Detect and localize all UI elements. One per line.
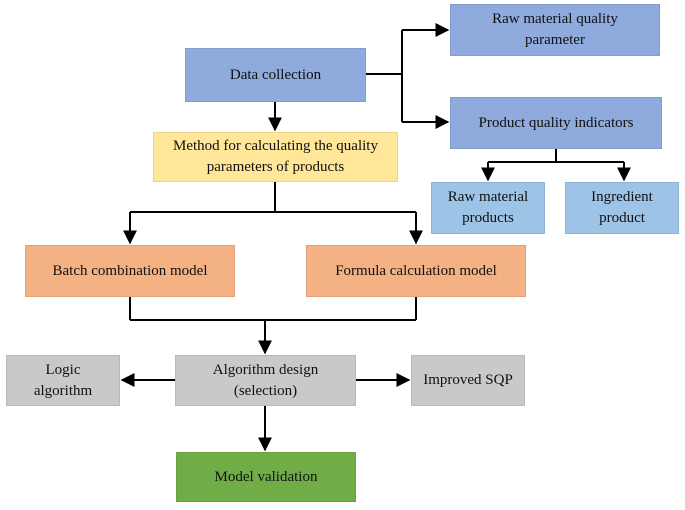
connector-data-collection-to-quality-branches	[366, 23, 450, 129]
raw-material-products-label: Raw material products	[447, 189, 529, 226]
raw-material-products-box: Raw material products	[431, 182, 545, 234]
batch-combination-model-label: Batch combination model	[52, 262, 208, 279]
connector-product-quality-to-subtypes	[481, 149, 631, 182]
raw-material-quality-parameter-label: Raw material quality parameter	[492, 11, 618, 48]
ingredient-product-label: Ingredient product	[591, 189, 653, 226]
calc-method-box: Method for calculating the quality param…	[153, 132, 398, 182]
algorithm-design-box: Algorithm design (selection)	[175, 355, 356, 406]
improved-sqp-box: Improved SQP	[411, 355, 525, 406]
product-quality-indicators-label: Product quality indicators	[478, 114, 634, 131]
logic-algorithm-box: Logic algorithm	[6, 355, 120, 406]
connector-calc-method-to-models	[123, 182, 423, 245]
batch-combination-model-box: Batch combination model	[25, 245, 235, 297]
formula-calculation-model-box: Formula calculation model	[306, 245, 526, 297]
data-collection-box: Data collection	[185, 48, 366, 102]
formula-calculation-model-label: Formula calculation model	[335, 262, 497, 279]
model-validation-box: Model validation	[176, 452, 356, 502]
data-collection-label: Data collection	[229, 66, 322, 83]
product-quality-indicators-box: Product quality indicators	[450, 97, 662, 149]
connector-models-to-algorithm-design	[129, 297, 417, 355]
ingredient-product-box: Ingredient product	[565, 182, 679, 234]
algorithm-design-label: Algorithm design (selection)	[212, 361, 319, 399]
model-validation-label: Model validation	[214, 468, 318, 485]
logic-algorithm-label: Logic algorithm	[33, 361, 93, 399]
raw-material-quality-parameter-box: Raw material quality parameter	[450, 4, 660, 56]
improved-sqp-label: Improved SQP	[423, 372, 513, 388]
calc-method-label: Method for calculating the quality param…	[173, 138, 378, 175]
